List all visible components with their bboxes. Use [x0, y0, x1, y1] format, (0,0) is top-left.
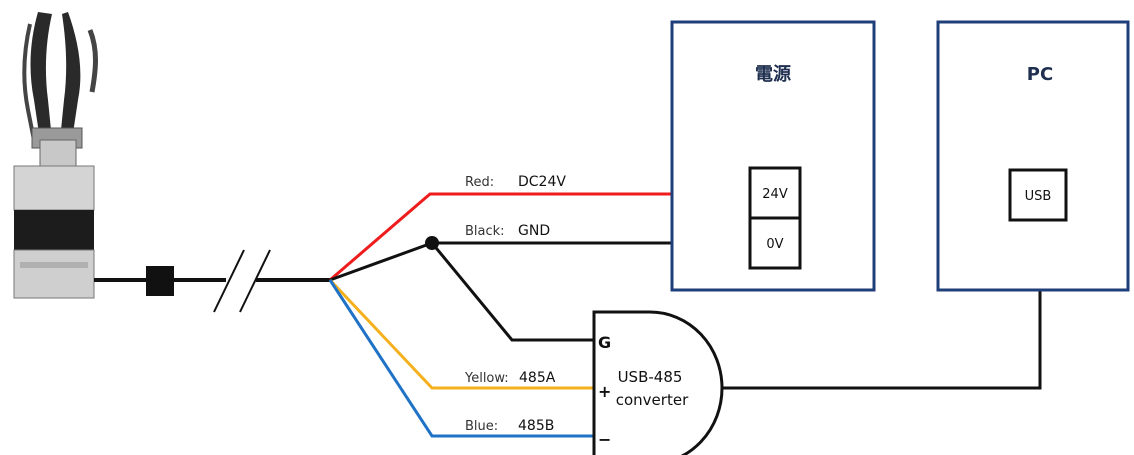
converter-pin-minus: − [598, 430, 611, 449]
wire-label-blue-signal: 485B [518, 418, 554, 434]
terminal-24v-label: 24V [762, 187, 788, 202]
wire-red [329, 192, 750, 282]
usb-port [1008, 168, 1068, 222]
pc-title: PC [1027, 64, 1053, 85]
wire-label-blue-color: Blue: [465, 419, 498, 434]
wire-black-to-converter [430, 242, 594, 342]
cable-ferrite [146, 266, 174, 296]
power-supply-box: 電源 24V 0V [670, 20, 876, 292]
wire-label-yellow-signal: 485A [519, 370, 556, 386]
wire-label-yellow-color: Yellow: [464, 371, 509, 386]
converter-pin-g: G [598, 333, 611, 352]
wire-label-black-color: Black: [465, 224, 505, 239]
usb-485-converter: G + − USB-485 converter [592, 310, 724, 455]
pc-box: PC USB [936, 20, 1130, 292]
cable-break-mark-1 [213, 249, 245, 313]
power-supply-title: 電源 [755, 63, 791, 85]
wire-label-red-color: Red: [465, 175, 494, 190]
usb-port-label: USB [1025, 189, 1052, 204]
wire-yellow [328, 278, 594, 390]
gripper-device [13, 12, 98, 299]
wire-label-red-signal: DC24V [518, 174, 566, 190]
wire-blue [328, 279, 594, 438]
terminal-0v-label: 0V [766, 237, 783, 252]
converter-pin-plus: + [598, 382, 611, 401]
converter-label-line2: converter [616, 391, 689, 409]
main-cable [94, 249, 330, 313]
converter-label-line1: USB-485 [618, 368, 683, 386]
cable-break-mark-2 [239, 249, 271, 313]
terminal-0v [748, 216, 802, 270]
wire-label-black-signal: GND [518, 223, 550, 239]
